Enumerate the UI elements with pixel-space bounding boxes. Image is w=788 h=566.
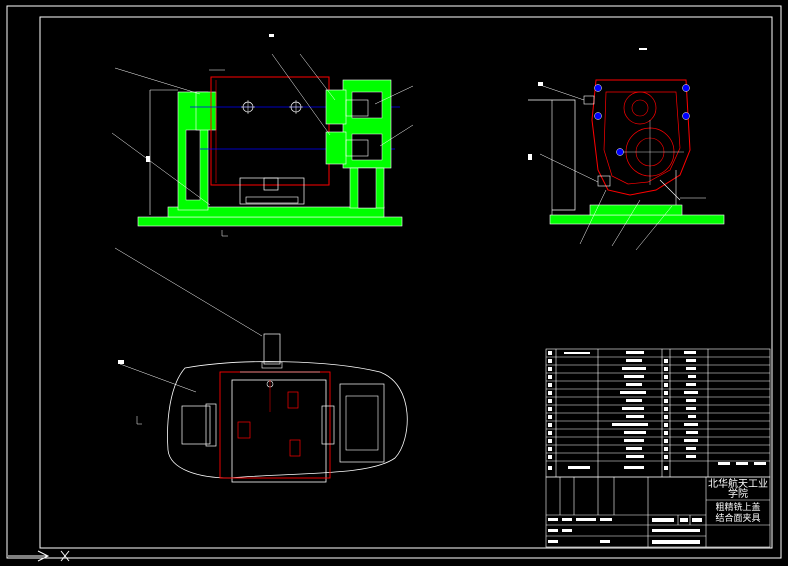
title-block: [545, 476, 771, 548]
outer-border: [6, 5, 782, 559]
front-base-plate: [137, 216, 403, 227]
top-view-breakline: [167, 361, 408, 479]
ucs-icon: [8, 550, 70, 562]
parts-list: [545, 348, 771, 478]
top-view: [114, 247, 408, 483]
front-view: [111, 34, 414, 237]
inner-frame: [39, 16, 773, 549]
title-block-part-line2: 结合面夹具: [715, 514, 761, 524]
front-base-top: [167, 206, 385, 218]
title-block-cell-text: [548, 518, 702, 544]
front-workpiece: [210, 76, 330, 186]
top-view-workpiece: [231, 379, 327, 483]
left-support-cavity: [185, 129, 201, 201]
side-view: [528, 48, 725, 251]
title-block-school-line2: 学院: [728, 489, 748, 500]
parts-list-cell-text: [548, 351, 766, 470]
left-support-jaw: [195, 91, 217, 131]
side-base-plate: [549, 214, 725, 225]
gearbox-cover-outline: [591, 79, 691, 196]
title-block-part-line1: 粗精铣上盖: [715, 503, 761, 513]
title-block-school-line1: 北华航天工业: [708, 479, 768, 490]
